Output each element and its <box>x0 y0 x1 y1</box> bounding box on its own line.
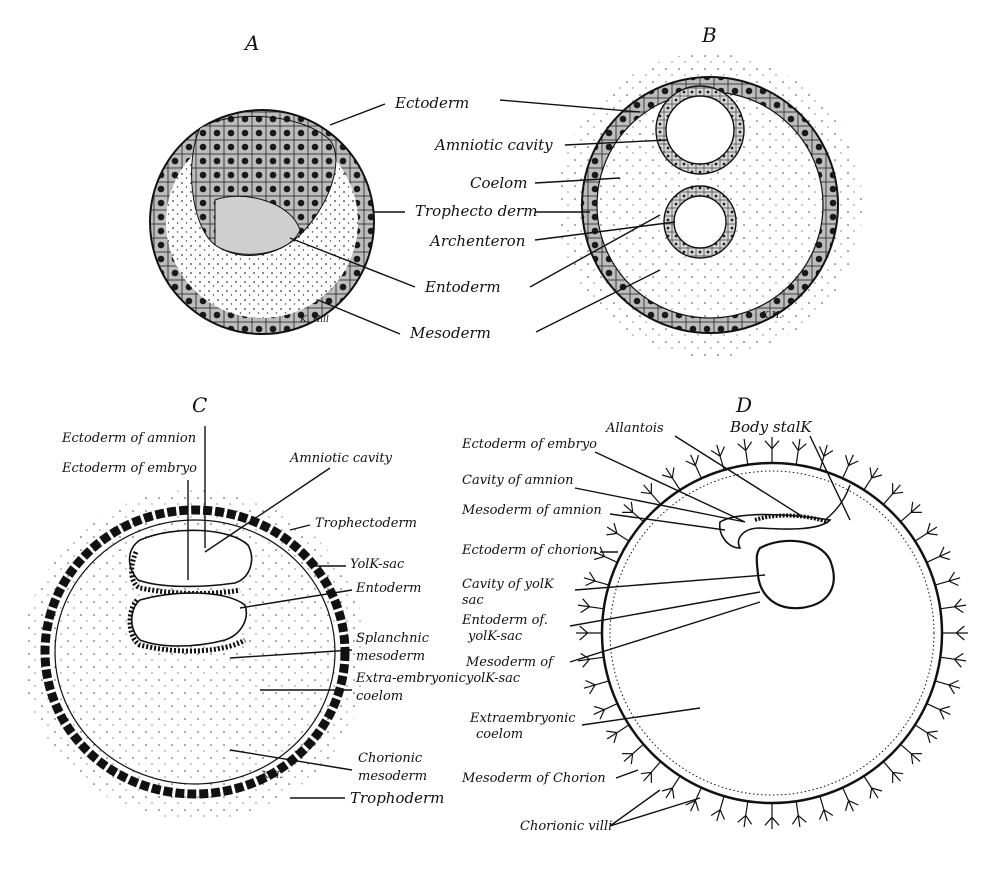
yolk-sac-c <box>132 593 247 646</box>
label-extra-embryonic-coelom-2: coelom <box>356 689 403 704</box>
chorionic-villus <box>864 467 882 490</box>
panel-c-letter: C <box>192 393 207 417</box>
chorionic-villus <box>940 653 966 667</box>
panel-b: B K.H. <box>558 23 862 357</box>
panel-c: C K.H. Ectoderm of amnion Ectoderm of em… <box>23 393 467 820</box>
label-archenteron: Archenteron <box>428 232 525 250</box>
label-amniotic-cavity: Amniotic cavity <box>433 136 553 154</box>
label-body-stalk: Body stalK <box>729 418 812 436</box>
label-entoderm-of-yolk-sac-1: Entoderm of. <box>461 613 548 628</box>
label-cavity-of-yolk-sac-2: sac <box>462 593 484 608</box>
chorionic-villus <box>738 801 752 827</box>
panel-b-signature: K.H. <box>761 311 782 321</box>
label-trophoderm: Trophoderm <box>350 789 444 807</box>
label-extra-embryonic-coelom-1: Extra-embryonic <box>355 671 467 686</box>
label-ectoderm-of-embryo-c: Ectoderm of embryo <box>61 461 197 476</box>
chorionic-villus <box>594 704 618 720</box>
chorionic-villus <box>686 455 702 479</box>
chorionic-villus <box>820 796 833 821</box>
label-cavity-of-amnion: Cavity of amnion <box>462 473 573 488</box>
chorionic-villus <box>843 455 859 479</box>
label-ectoderm: Ectoderm <box>394 94 469 112</box>
chorionic-villus <box>927 704 951 720</box>
chorionic-villus <box>622 744 643 764</box>
chorionic-villus <box>792 439 806 465</box>
panel-d-chorion <box>576 437 968 829</box>
chorionic-villus <box>662 776 680 799</box>
label-trophectoderm-c: Trophectoderm <box>315 516 417 531</box>
panel-d: D Allantois Body stalK Ectoderm of embry… <box>461 393 968 834</box>
chorionic-villus <box>901 502 922 522</box>
label-ectoderm-of-embryo-d: Ectoderm of embryo <box>461 437 597 452</box>
chorionic-villus <box>738 439 752 465</box>
chorionic-villus <box>942 626 968 640</box>
label-trophectoderm: Trophecto derm <box>415 202 537 220</box>
chorionic-villus <box>935 572 960 585</box>
label-entoderm-c: Entoderm <box>355 581 421 596</box>
panel-a-letter: A <box>243 31 259 55</box>
chorionic-villus <box>765 803 779 829</box>
label-entoderm-of-yolk-sac-2: yolK-sac <box>467 629 523 644</box>
chorionic-villus <box>915 725 938 743</box>
chorionic-villus <box>935 681 960 694</box>
label-mesoderm-of-chorion: Mesoderm of Chorion <box>461 771 606 786</box>
panel-a: A K. Hill <box>150 31 374 334</box>
panel-c-vesicle: K.H. <box>23 490 367 820</box>
panel-b-letter: B <box>701 23 717 47</box>
chorionic-villus <box>576 626 602 640</box>
label-entoderm: Entoderm <box>424 278 501 296</box>
label-cavity-of-yolk-sac-1: Cavity of yolK <box>462 577 555 592</box>
chorionic-villus <box>901 744 922 764</box>
chorionic-villus <box>883 483 903 504</box>
chorionic-villus <box>820 445 833 470</box>
chorionic-villus <box>578 599 604 613</box>
chorionic-villus <box>765 437 779 463</box>
chorionic-villus <box>606 725 629 743</box>
yolk-sac-d <box>757 541 834 608</box>
label-mesoderm: Mesoderm <box>409 324 491 342</box>
chorionic-villus <box>927 547 951 563</box>
label-mesoderm-of-yolk-sac-1: Mesoderm of <box>465 655 555 670</box>
label-chorionic-villi: Chorionic villi <box>520 819 612 834</box>
panel-c-signature: K.H. <box>261 771 282 781</box>
panel-b-blastocyst: K.H. <box>558 53 862 357</box>
chorionic-villus <box>864 776 882 799</box>
chorionic-villus <box>792 801 806 827</box>
chorionic-villus <box>843 788 859 812</box>
chorionic-villus <box>915 523 938 541</box>
label-chorionic-mesoderm-1: Chorionic <box>358 751 423 766</box>
panel-d-letter: D <box>735 393 752 417</box>
label-mesoderm-of-amnion: Mesoderm of amnion <box>461 503 602 518</box>
chorionic-villus <box>662 467 680 490</box>
label-extraembryonic-coelom-2: coelom <box>476 727 523 742</box>
label-amniotic-cavity-c: Amniotic cavity <box>289 451 393 466</box>
chorionic-villus <box>606 523 629 541</box>
label-extraembryonic-coelom-1: Extraembryonic <box>469 711 576 726</box>
panel-a-blastocyst: K. Hill <box>150 110 374 334</box>
label-splanchnic-mesoderm-1: Splanchnic <box>356 631 430 646</box>
amniotic-cavity-c <box>130 530 252 586</box>
label-splanchnic-mesoderm-2: mesoderm <box>356 649 425 664</box>
label-allantois: Allantois <box>605 421 664 436</box>
label-mesoderm-of-yolk-sac-2: yolK-sac <box>465 671 521 686</box>
label-chorionic-mesoderm-2: mesoderm <box>358 769 427 784</box>
chorionic-villus <box>584 681 609 694</box>
label-ectoderm-of-chorion: Ectoderm of chorion <box>461 543 597 558</box>
label-ectoderm-of-amnion: Ectoderm of amnion <box>61 431 196 446</box>
chorionic-villus <box>641 762 661 783</box>
chorionic-villus <box>711 796 724 821</box>
label-yolk-sac-c: YolK-sac <box>350 557 405 572</box>
panel-a-signature: K. Hill <box>299 315 329 325</box>
chorionic-villus <box>883 762 903 783</box>
chorionic-villus <box>584 572 609 585</box>
label-coelom: Coelom <box>470 174 527 192</box>
chorionic-villus <box>940 599 966 613</box>
